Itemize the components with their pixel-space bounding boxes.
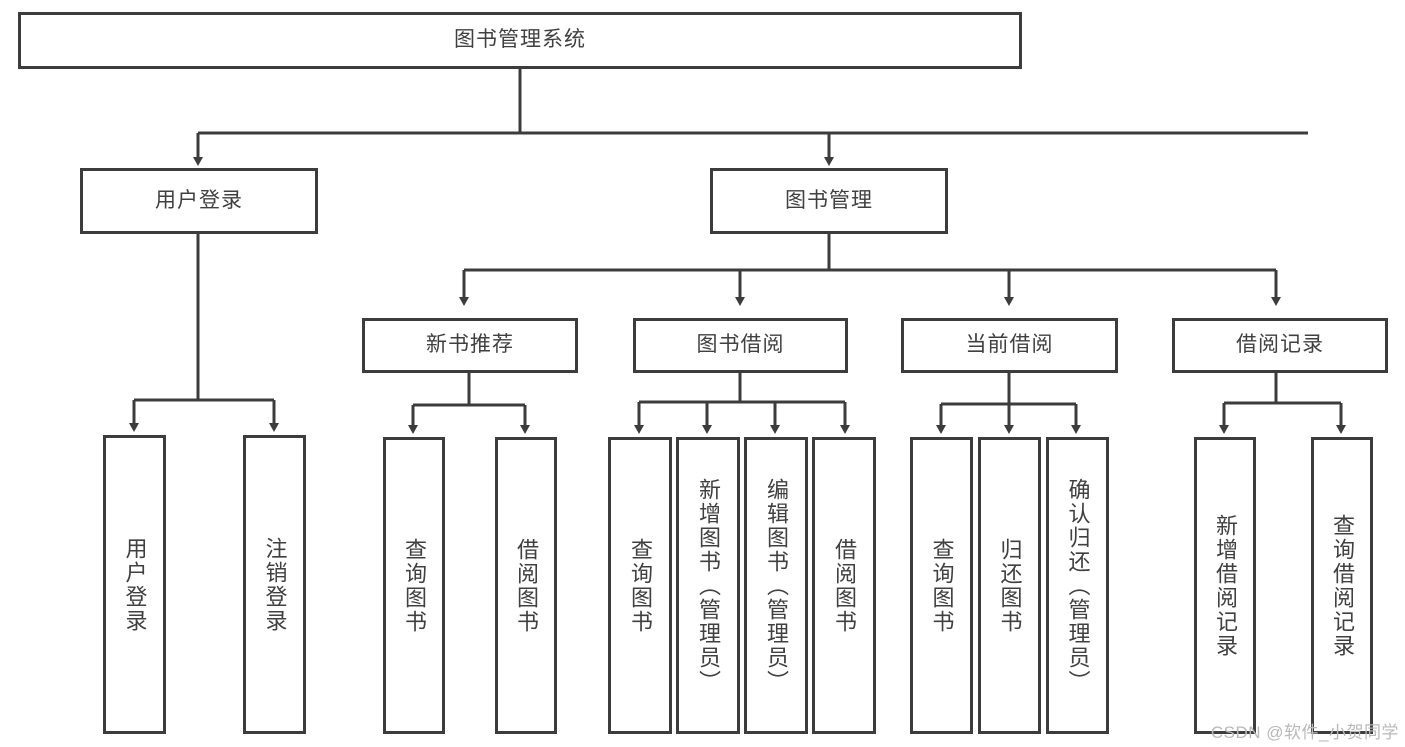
leaf-borrow-book-recommend[interactable]: 借阅图书 — [495, 437, 557, 734]
node-label: 借阅记录 — [1236, 333, 1324, 357]
leaf-return-book[interactable]: 归还图书 — [978, 437, 1041, 734]
node-label: 借阅图书 — [831, 537, 857, 634]
node-label: 图书管理 — [785, 188, 873, 212]
node-borrow-record[interactable]: 借阅记录 — [1172, 318, 1388, 373]
node-label: 查询借阅记录 — [1329, 513, 1355, 658]
node-label: 查询图书 — [401, 537, 427, 634]
node-label: 新书推荐 — [426, 333, 514, 357]
node-label: 编辑图书（管理员） — [763, 477, 789, 694]
node-book-management-system[interactable]: 图书管理系统 — [18, 12, 1022, 69]
node-label: 当前借阅 — [965, 333, 1054, 357]
leaf-user-login[interactable]: 用户登录 — [103, 435, 166, 734]
node-label: 图书借阅 — [696, 333, 785, 357]
leaf-add-borrow-record[interactable]: 新增借阅记录 — [1194, 437, 1256, 734]
csdn-watermark: CSDN @软件_小贺同学 — [1210, 723, 1399, 742]
node-label: 用户登录 — [155, 188, 243, 212]
node-book-manage[interactable]: 图书管理 — [710, 168, 948, 234]
leaf-add-book[interactable]: 新增图书（管理员） — [676, 437, 740, 734]
node-label: 用户登录 — [122, 536, 148, 633]
node-user-login[interactable]: 用户登录 — [80, 168, 318, 234]
leaf-logout-login[interactable]: 注销登录 — [243, 435, 306, 734]
leaf-confirm-return[interactable]: 确认归还（管理员） — [1046, 437, 1109, 734]
node-label: 查询图书 — [627, 537, 653, 634]
node-label: 查询图书 — [929, 537, 955, 634]
node-book-borrow[interactable]: 图书借阅 — [633, 318, 848, 373]
node-label: 图书管理系统 — [454, 28, 586, 52]
leaf-query-borrow-record[interactable]: 查询借阅记录 — [1311, 437, 1373, 734]
leaf-borrow-book-borrow[interactable]: 借阅图书 — [812, 437, 876, 734]
node-label: 新增借阅记录 — [1212, 513, 1238, 658]
leaf-query-book-current[interactable]: 查询图书 — [910, 437, 973, 734]
node-label: 归还图书 — [997, 537, 1023, 634]
node-label: 新增图书（管理员） — [695, 477, 721, 694]
leaf-query-book-borrow[interactable]: 查询图书 — [608, 437, 672, 734]
leaf-query-book-recommend[interactable]: 查询图书 — [383, 437, 445, 734]
node-label: 注销登录 — [262, 536, 288, 633]
leaf-edit-book[interactable]: 编辑图书（管理员） — [744, 437, 808, 734]
node-label: 借阅图书 — [513, 537, 539, 634]
node-current-borrow[interactable]: 当前借阅 — [901, 318, 1118, 373]
node-new-book-recommend[interactable]: 新书推荐 — [362, 318, 578, 373]
node-label: 确认归还（管理员） — [1065, 477, 1091, 694]
